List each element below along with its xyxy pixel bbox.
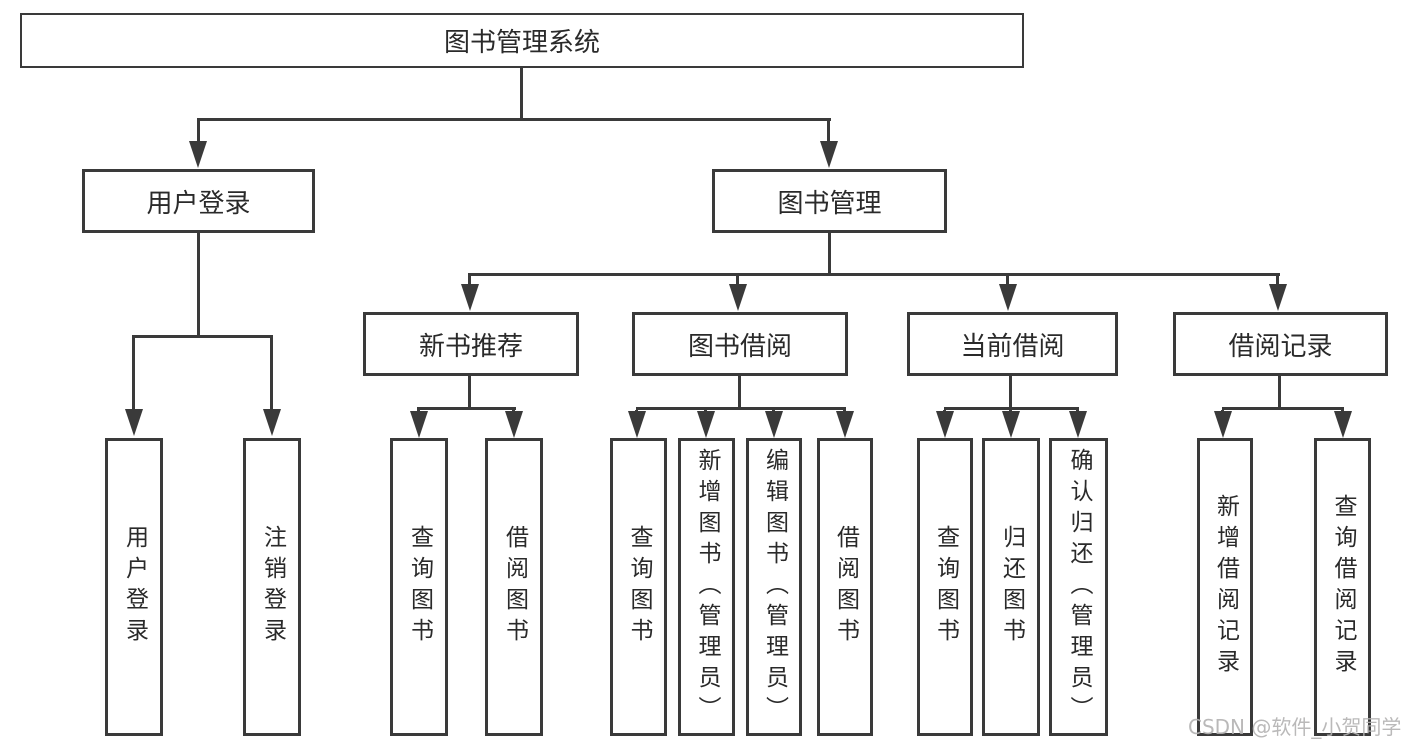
node-label: 查询图书	[406, 525, 433, 649]
connector-stem	[736, 276, 739, 285]
connector-stem	[270, 338, 273, 409]
arrow-down-icon	[1214, 411, 1232, 438]
node-label: 归还图书	[998, 525, 1025, 649]
connector-line	[417, 407, 516, 410]
leaf-add-book-admin: 新增图书（管理员）	[678, 438, 735, 736]
watermark-text: CSDN @软件_小贺同学	[1188, 715, 1402, 739]
connector-stem	[468, 376, 471, 409]
leaf-user-login: 用户登录	[105, 438, 163, 736]
connector-stem	[197, 233, 200, 335]
leaf-query-books-current: 查询图书	[917, 438, 973, 736]
connector-line	[197, 118, 831, 121]
connector-stem	[827, 121, 830, 143]
connector-line	[1222, 407, 1344, 410]
connector-stem	[1278, 376, 1281, 409]
node-label: 借阅记录	[1228, 331, 1333, 362]
node-label: 新增借阅记录	[1212, 494, 1239, 680]
connector-line	[944, 407, 1079, 410]
arrow-down-icon	[189, 141, 207, 168]
leaf-borrow-books-borrowing: 借阅图书	[817, 438, 873, 736]
connector-stem	[1276, 276, 1279, 285]
connector-stem	[738, 376, 741, 409]
node-book-borrowing: 图书借阅	[632, 312, 848, 376]
arrow-down-icon	[820, 141, 838, 168]
leaf-add-borrow-record: 新增借阅记录	[1197, 438, 1253, 736]
leaf-query-borrow-record: 查询借阅记录	[1314, 438, 1371, 736]
arrow-down-icon	[1269, 284, 1287, 311]
node-current-borrowing: 当前借阅	[907, 312, 1118, 376]
leaf-logout: 注销登录	[243, 438, 301, 736]
node-label: 用户登录	[146, 188, 251, 219]
node-label: 查询图书	[626, 525, 652, 649]
node-borrowing-records: 借阅记录	[1173, 312, 1388, 376]
connector-stem	[468, 276, 471, 285]
connector-line	[132, 335, 273, 338]
connector-stem	[197, 121, 200, 143]
arrow-down-icon	[461, 284, 479, 311]
leaf-borrow-books-recommend: 借阅图书	[485, 438, 543, 736]
arrow-down-icon	[936, 411, 954, 438]
leaf-query-books-borrowing: 查询图书	[610, 438, 667, 736]
arrow-down-icon	[765, 411, 783, 438]
arrow-down-icon	[628, 411, 646, 438]
node-label: 查询借阅记录	[1330, 494, 1356, 680]
node-label: 图书管理系统	[443, 28, 600, 58]
connector-stem	[520, 68, 523, 120]
arrow-down-icon	[505, 411, 523, 438]
node-label: 注销登录	[259, 525, 286, 649]
connector-line	[468, 273, 1280, 276]
node-label: 借阅图书	[832, 525, 859, 649]
arrow-down-icon	[263, 409, 281, 436]
arrow-down-icon	[410, 411, 428, 438]
arrow-down-icon	[836, 411, 854, 438]
connector-line	[636, 407, 846, 410]
node-label: 编辑图书（管理员）	[761, 447, 788, 727]
node-label: 当前借阅	[960, 331, 1065, 362]
node-label: 借阅图书	[501, 525, 528, 649]
node-label: 新书推荐	[418, 331, 523, 362]
node-label: 用户登录	[121, 525, 148, 649]
leaf-confirm-return-admin: 确认归还（管理员）	[1049, 438, 1108, 736]
connector-stem	[828, 233, 831, 273]
connector-stem	[132, 338, 135, 409]
node-label: 图书借阅	[687, 331, 792, 362]
node-library-management-system: 图书管理系统	[20, 13, 1024, 68]
leaf-return-books: 归还图书	[982, 438, 1040, 736]
arrow-down-icon	[697, 411, 715, 438]
leaf-edit-book-admin: 编辑图书（管理员）	[746, 438, 802, 736]
node-label: 查询图书	[932, 525, 959, 649]
node-label: 确认归还（管理员）	[1066, 447, 1092, 727]
connector-stem	[1006, 276, 1009, 285]
node-user-login: 用户登录	[82, 169, 315, 233]
node-label: 新增图书（管理员）	[694, 447, 720, 727]
arrow-down-icon	[729, 284, 747, 311]
arrow-down-icon	[1069, 411, 1087, 438]
leaf-query-books-recommend: 查询图书	[390, 438, 448, 736]
node-label: 图书管理	[777, 188, 882, 219]
arrow-down-icon	[1334, 411, 1352, 438]
arrow-down-icon	[125, 409, 143, 436]
node-book-management: 图书管理	[712, 169, 947, 233]
node-new-book-recommendation: 新书推荐	[363, 312, 579, 376]
connector-stem	[1009, 376, 1012, 409]
arrow-down-icon	[1002, 411, 1020, 438]
arrow-down-icon	[999, 284, 1017, 311]
